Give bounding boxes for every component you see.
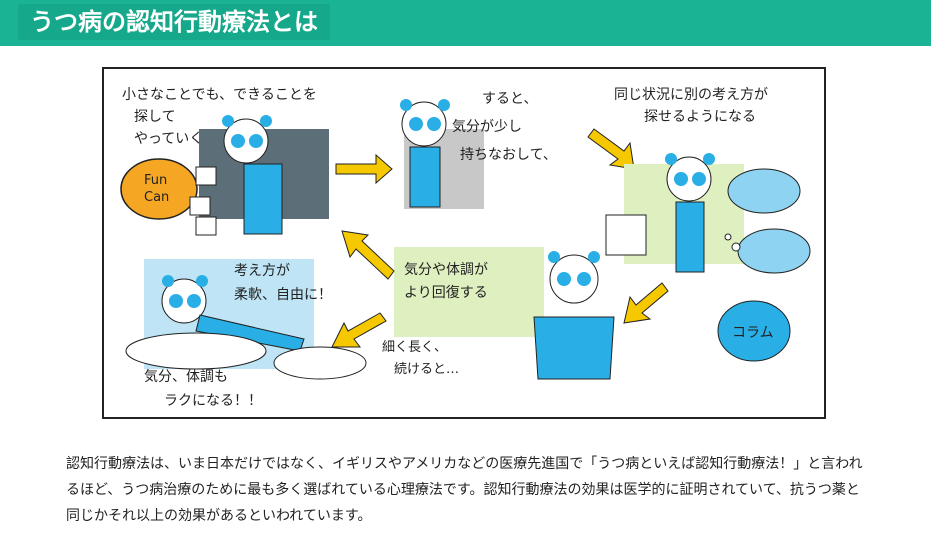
column-badge bbox=[717, 300, 791, 362]
fun-can-text-2: Can bbox=[144, 190, 169, 205]
caption-left-bottom-2: ラクになる！！ bbox=[164, 393, 262, 409]
cloud-icon bbox=[125, 332, 267, 370]
page-title: うつ病の認知行動療法とは bbox=[18, 4, 330, 40]
illustration-canvas: 小さなことでも、できることを 探して やっていく Fun Can bbox=[120, 87, 811, 409]
thought-cloud-icon bbox=[727, 168, 801, 214]
cube-icon bbox=[605, 214, 647, 256]
caption-left-bottom-1: 気分、体調も bbox=[144, 369, 228, 385]
arrow-up-left-icon bbox=[341, 230, 395, 280]
caption-top-mid-1: すると、 bbox=[482, 91, 537, 107]
caption-mid-bottom-1: 細く長く、 bbox=[382, 340, 447, 355]
caption-top-mid-2: 気分が少し bbox=[452, 119, 522, 135]
caption-top-right-2: 探せるようになる bbox=[644, 109, 756, 125]
arrow-down-right-icon bbox=[587, 128, 635, 170]
caption-top-left-3: やっていく bbox=[134, 131, 203, 147]
arrow-left-icon bbox=[331, 312, 387, 348]
caption-mid-1: 気分や体調が bbox=[404, 262, 488, 278]
caption-mid-2: より回復する bbox=[404, 284, 488, 301]
fun-can-text-1: Fun bbox=[144, 173, 167, 188]
panda-working-icon bbox=[222, 115, 283, 235]
description-paragraph: 認知行動療法は、いま日本だけではなく、イギリスやアメリカなどの医療先進国で「うつ… bbox=[66, 456, 863, 524]
column-badge-text: コラム bbox=[732, 325, 774, 341]
panda-flying-icon bbox=[161, 275, 305, 352]
arrow-right-icon bbox=[335, 153, 393, 185]
caption-top-mid-3: 持ちなおして、 bbox=[460, 147, 557, 163]
caption-top-right-1: 同じ状況に別の考え方が bbox=[614, 87, 768, 103]
caption-mid-bottom-2: 続けると… bbox=[394, 362, 459, 377]
thought-cloud-icon bbox=[737, 228, 811, 274]
caption-left-1: 考え方が bbox=[234, 263, 290, 279]
panda-relieved-icon bbox=[400, 99, 450, 208]
caption-top-left-2: 探して bbox=[134, 109, 176, 125]
cbt-cycle-illustration: 小さなことでも、できることを 探して やっていく Fun Can bbox=[102, 67, 826, 419]
cloud-icon bbox=[273, 346, 367, 380]
caption-left-2: 柔軟、自由に！ bbox=[234, 287, 332, 303]
panda-confident-icon bbox=[533, 251, 615, 380]
caption-top-left-1: 小さなことでも、できることを bbox=[122, 87, 317, 103]
arrow-down-left-icon bbox=[623, 282, 669, 324]
green-background-shape bbox=[394, 247, 544, 337]
header-bar: うつ病の認知行動療法とは bbox=[0, 0, 931, 46]
panda-thinking-icon bbox=[665, 153, 715, 273]
stacked-boxes-icon bbox=[189, 166, 217, 236]
fun-can-bubble bbox=[120, 158, 198, 220]
